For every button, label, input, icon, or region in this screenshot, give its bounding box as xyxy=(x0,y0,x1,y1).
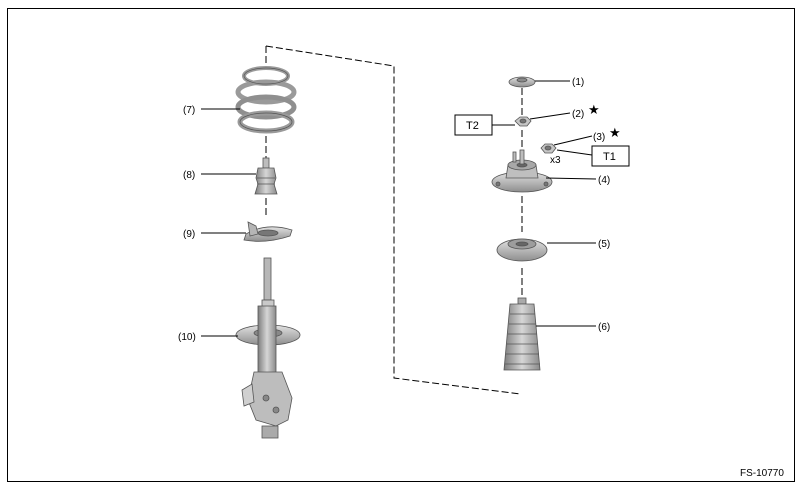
leader-lines xyxy=(201,80,597,337)
dust-boot xyxy=(503,297,541,371)
self-locking-nut xyxy=(514,116,532,127)
label-part-7: (7) xyxy=(183,105,195,116)
coil-spring xyxy=(235,66,297,134)
label-part-1: (1) xyxy=(572,77,584,88)
strut-assembly xyxy=(235,257,301,439)
label-part-9: (9) xyxy=(183,229,195,240)
star-marker-3: ★ xyxy=(609,126,621,141)
label-part-5: (5) xyxy=(598,239,610,250)
strut-mount xyxy=(491,149,553,193)
flange-nut xyxy=(540,143,557,154)
torque-label-t2: T2 xyxy=(466,120,479,132)
assembly-dashed-lines xyxy=(265,45,523,395)
quantity-label: x3 xyxy=(550,155,561,166)
label-part-2: (2) xyxy=(572,109,584,120)
figure-code: FS-10770 xyxy=(740,468,784,479)
torque-box-t1: T1 xyxy=(591,145,630,167)
label-part-6: (6) xyxy=(598,322,610,333)
dust-seal-cap xyxy=(508,76,536,88)
torque-label-t1: T1 xyxy=(603,151,616,163)
diagram-frame xyxy=(7,8,795,482)
torque-box-t2: T2 xyxy=(454,114,493,136)
bump-stopper xyxy=(254,157,278,195)
label-part-10: (10) xyxy=(178,332,196,343)
label-part-3: (3) xyxy=(593,132,605,143)
label-part-4: (4) xyxy=(598,175,610,186)
spring-seat xyxy=(243,221,293,242)
label-part-8: (8) xyxy=(183,170,195,181)
upper-spring-seat xyxy=(496,238,548,262)
star-marker-2: ★ xyxy=(588,103,600,118)
